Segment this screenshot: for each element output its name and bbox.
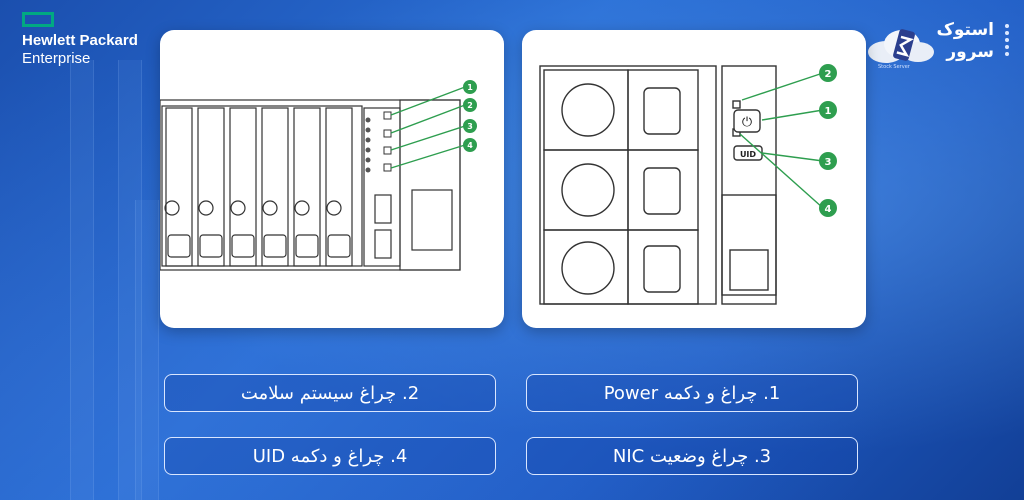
uid-button: UID <box>733 145 763 161</box>
power-icon: ⏻ <box>742 115 752 130</box>
brand-logo-line2: سرور <box>946 42 994 62</box>
server-led-closeup-image: ⏻ UID 2 1 3 4 <box>522 30 866 328</box>
server-front-diagram: 1 2 3 4 <box>160 80 477 271</box>
label-nic-led: 3. چراغ وضعیت NIC <box>526 437 858 475</box>
callout-number: 2 <box>825 69 832 80</box>
callout-number: 4 <box>467 141 473 150</box>
server-front-panel-image: 1 2 3 4 <box>160 30 504 328</box>
uid-label: UID <box>740 150 756 159</box>
led-closeup-diagram: ⏻ UID 2 1 3 4 <box>539 64 837 305</box>
hpe-logo-line2: Enterprise <box>22 50 91 67</box>
hpe-logo: Hewlett Packard Enterprise <box>22 12 138 67</box>
callout-number: 3 <box>467 122 473 131</box>
callout-number: 1 <box>467 83 473 92</box>
callout-markers <box>463 80 477 152</box>
label-power-led: 1. چراغ و دکمه Power <box>526 374 858 412</box>
callout-number: 3 <box>825 157 832 168</box>
hpe-logo-line1: Hewlett Packard <box>22 32 138 49</box>
hpe-element-icon <box>22 12 54 27</box>
label-uid-led: 4. چراغ و دکمه UID <box>164 437 496 475</box>
brand-logo-subtitle: Stock Server <box>878 64 910 70</box>
brand-logo-line1: استوک <box>936 20 994 40</box>
background-rack <box>118 60 142 500</box>
callout-markers <box>819 64 837 217</box>
power-button: ⏻ <box>733 109 761 133</box>
cloud-server-icon <box>868 29 934 63</box>
brand-logo: استوک سرور Stock Server <box>866 18 1016 78</box>
callout-number: 4 <box>825 204 832 215</box>
background-rack <box>135 200 159 500</box>
brand-dots <box>1005 24 1010 59</box>
label-health-led: 2. چراغ سیستم سلامت <box>164 374 496 412</box>
background-rack <box>70 60 94 500</box>
callout-number: 1 <box>825 106 832 117</box>
callout-number: 2 <box>467 101 473 110</box>
